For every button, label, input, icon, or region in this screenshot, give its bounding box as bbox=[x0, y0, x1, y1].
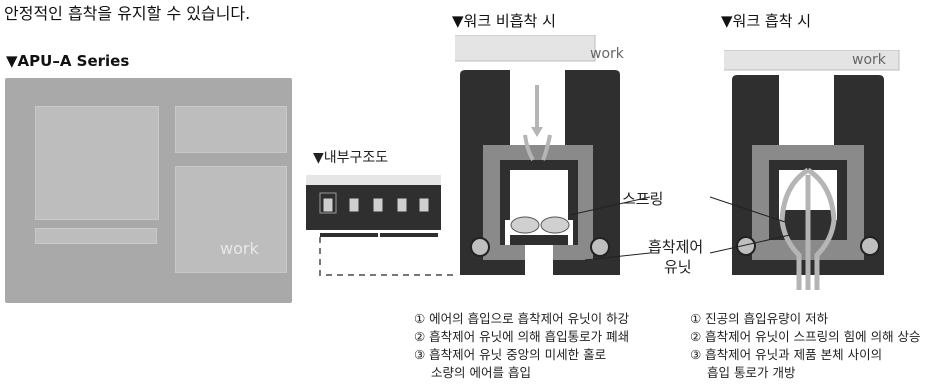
non-suction-descriptions: ① 에어의 흡입으로 흡착제어 유닛이 하강 ② 흡착제어 유닛에 의해 흡입통… bbox=[414, 310, 629, 382]
non-suction-title: ▼워크 비흡착 시 bbox=[452, 12, 556, 30]
non-suction-desc-4: 소량의 에어를 흡입 bbox=[431, 365, 531, 380]
photo-plate-work: work bbox=[175, 166, 287, 273]
series-title: ▼APU–A Series bbox=[6, 52, 130, 70]
non-suction-diagram bbox=[455, 35, 620, 275]
photo-plate-strip bbox=[35, 228, 157, 244]
non-suction-desc-2: ② 흡착제어 유닛에 의해 흡입통로가 폐쇄 bbox=[414, 329, 630, 344]
suction-desc-3: ③ 흡착제어 유닛과 제품 본체 사이의 bbox=[690, 347, 883, 362]
suction-title: ▼워크 흡착 시 bbox=[721, 12, 812, 30]
suction-work-label: work bbox=[852, 52, 886, 68]
non-suction-desc-1: ① 에어의 흡입으로 흡착제어 유닛이 하강 bbox=[414, 311, 630, 326]
suction-desc-4: 흡입 통로가 개방 bbox=[707, 365, 796, 380]
callout-leaders bbox=[569, 196, 791, 261]
photo-plate-top-right bbox=[175, 106, 287, 153]
product-photo: work bbox=[5, 78, 292, 303]
callout-spring: 스프링 bbox=[622, 190, 664, 208]
photo-work-label: work bbox=[220, 239, 259, 258]
suction-desc-2: ② 흡착제어 유닛이 스프링의 힘에 의해 상승 bbox=[690, 329, 921, 344]
non-suction-desc-3: ③ 흡착제어 유닛 중앙의 미세한 홀로 bbox=[414, 347, 607, 362]
photo-plate-large bbox=[35, 106, 159, 220]
intro-text: 안정적인 흡착을 유지할 수 있습니다. bbox=[4, 4, 251, 23]
suction-descriptions: ① 진공의 흡입유량이 저하 ② 흡착제어 유닛이 스프링의 힘에 의해 상승 … bbox=[690, 310, 921, 382]
suction-desc-1: ① 진공의 흡입유량이 저하 bbox=[690, 311, 829, 326]
callout-control-unit-line1: 흡착제어 bbox=[648, 238, 704, 256]
internal-structure-title: ▼내부구조도 bbox=[313, 150, 389, 166]
suction-diagram bbox=[724, 50, 900, 290]
non-suction-work-label: work bbox=[590, 46, 624, 62]
internal-structure-diagram bbox=[306, 175, 455, 276]
callout-control-unit-line2: 유닛 bbox=[664, 258, 692, 276]
